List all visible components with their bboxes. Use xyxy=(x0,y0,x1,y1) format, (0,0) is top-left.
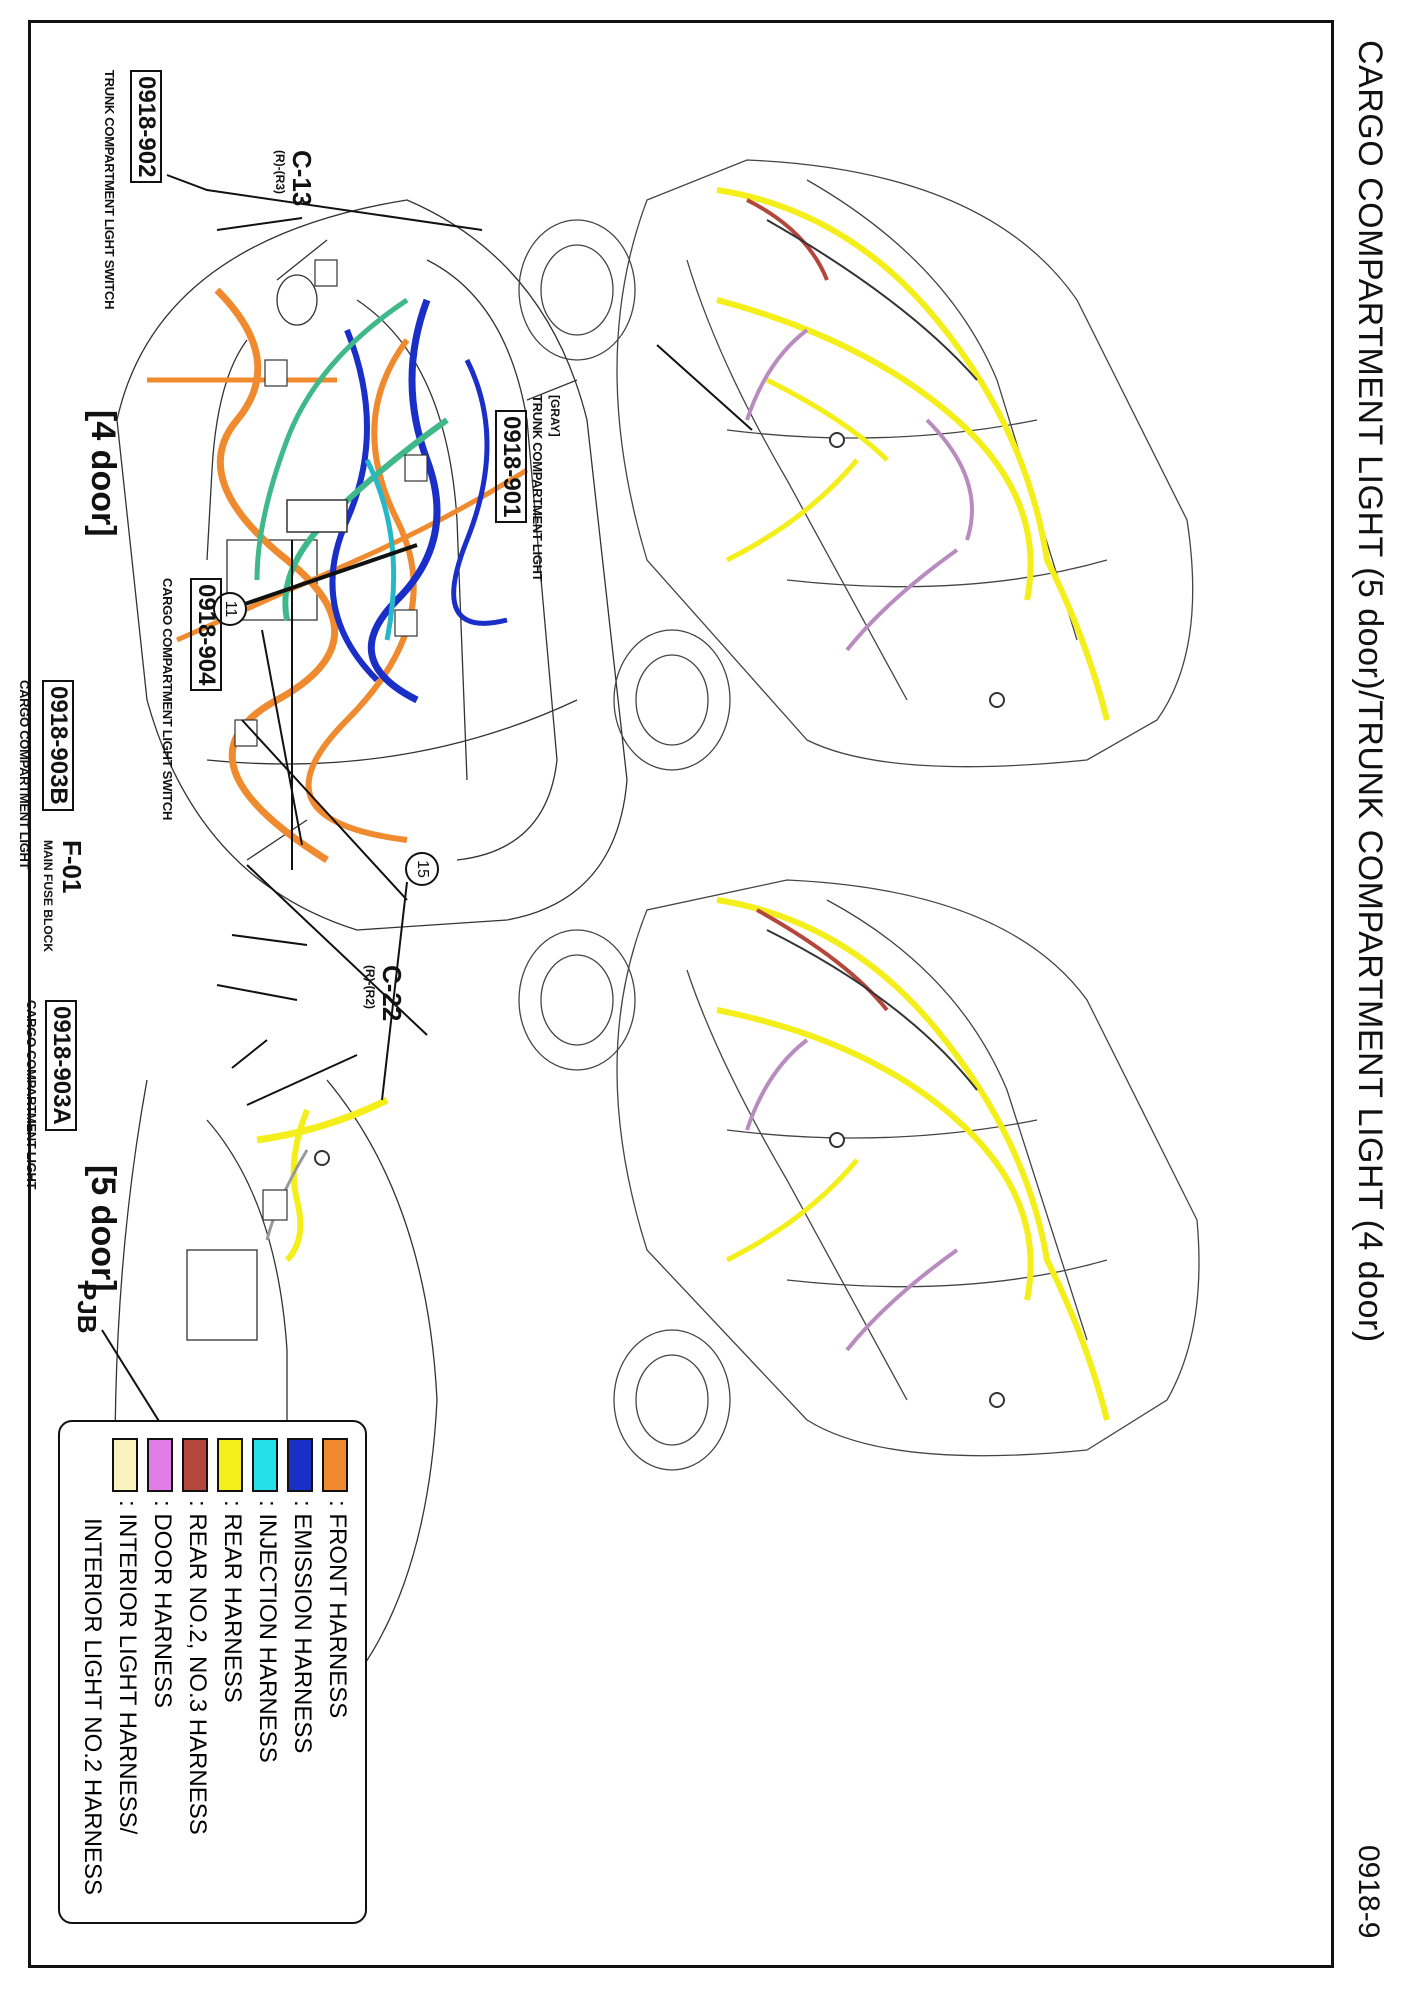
legend-label-interior-light: : INTERIOR LIGHT HARNESS/ xyxy=(114,1500,141,1835)
engine-bay-illustration xyxy=(116,199,628,931)
legend-label-interior-light-no2: INTERIOR LIGHT NO.2 HARNESS xyxy=(79,1518,106,1895)
four-door-label: [4 door] xyxy=(84,410,122,537)
code-0918-904: 0918-904 xyxy=(190,578,222,692)
legend-swatch-front xyxy=(322,1438,348,1492)
connector-c22: C-22 xyxy=(377,965,407,1022)
connector-c13-sub: (R)-(R3) xyxy=(273,150,287,194)
legend-label-rear: : REAR HARNESS xyxy=(219,1500,246,1703)
legend-label-emission: : EMISSION HARNESS xyxy=(289,1500,316,1754)
f01-connector-desc: MAIN FUSE BLOCK xyxy=(41,840,55,952)
legend-swatch-interior-light xyxy=(112,1438,138,1492)
desc-0918-904: CARGO COMPARTMENT LIGHT SWITCH xyxy=(160,578,175,821)
legend-label-front: : FRONT HARNESS xyxy=(324,1500,351,1719)
prefix-0918-901: [GRAY] xyxy=(548,395,562,437)
four-door-body xyxy=(518,159,1194,771)
code-0918-901: 0918-901 xyxy=(495,410,527,524)
legend-label-door: : DOOR HARNESS xyxy=(149,1500,176,1709)
legend-label-injection: : INJECTION HARNESS xyxy=(254,1500,281,1763)
connector-c22-sub: (R)-(R2) xyxy=(363,965,377,1009)
legend-swatch-rear-no2-no3 xyxy=(182,1438,208,1492)
legend-swatch-rear xyxy=(217,1438,243,1492)
five-door-body xyxy=(518,879,1200,1471)
code-0918-903A: 0918-903A xyxy=(45,1000,77,1131)
connector-c13: C-13 xyxy=(287,150,317,207)
code-0918-902: 0918-902 xyxy=(130,70,162,184)
legend-swatch-emission xyxy=(287,1438,313,1492)
desc-0918-903A: CARGO COMPARTMENT LIGHT xyxy=(24,1000,39,1190)
harness-color-legend: : FRONT HARNESS : EMISSION HARNESS : INJEC… xyxy=(58,1420,367,1924)
f01-connector-code: F-01 xyxy=(57,840,87,894)
five-door-label: [5 door] xyxy=(84,1165,122,1292)
desc-0918-901: TRUNK COMPARTMENT LIGHT xyxy=(530,395,545,582)
legend-swatch-injection xyxy=(252,1438,278,1492)
desc-0918-902: TRUNK COMPARTMENT LIGHT SWITCH xyxy=(102,70,117,310)
code-0918-903B: 0918-903B xyxy=(42,680,74,811)
legend-label-rear-no2-no3: : REAR NO.2, NO.3 HARNESS xyxy=(184,1500,211,1835)
callout-circle-15: 15 xyxy=(405,852,439,886)
desc-0918-903B: CARGO COMPARTMENT LIGHT xyxy=(17,680,32,870)
legend-swatch-door xyxy=(147,1438,173,1492)
page-border xyxy=(28,20,1334,1968)
